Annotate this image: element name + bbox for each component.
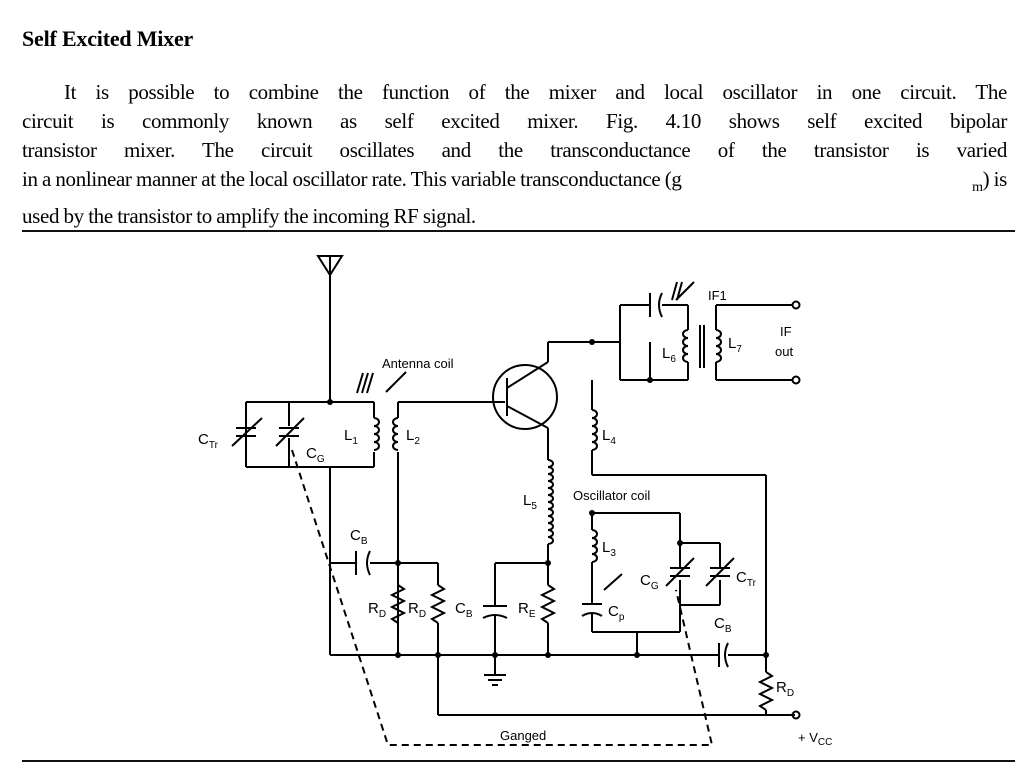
l7-coil: [715, 329, 722, 363]
cb-mid-label: CB: [455, 600, 473, 620]
junction-dots: [327, 339, 769, 658]
l5-coil: [547, 459, 554, 545]
if1-label: IF1: [708, 288, 727, 303]
vcc-sub: CC: [818, 737, 832, 748]
cg-right-label: CG: [640, 572, 659, 592]
l6-coil: [682, 329, 689, 363]
ganged-link: [291, 449, 714, 746]
vcc-terminal: [791, 710, 801, 720]
cb-left-label: CB: [350, 527, 368, 547]
cp-label: Cp: [608, 603, 625, 623]
l3-coil: [591, 529, 598, 563]
l4-label: L4: [602, 427, 616, 447]
circuit-wires: [236, 255, 801, 720]
ctr-left-label: CTr: [198, 431, 219, 451]
vcc-main: + V: [798, 730, 818, 745]
paragraph-line: used by the transistor to amplify the in…: [22, 204, 476, 229]
oscillator-coil-label: Oscillator coil: [573, 488, 650, 503]
rd-right-label: RD: [776, 679, 794, 699]
l6-label: L6: [662, 345, 676, 365]
if-out-label-1: IF: [780, 324, 792, 339]
if-out-label-2: out: [775, 344, 793, 359]
figure-bottom-rule: [22, 760, 1015, 762]
gm-tail: m) is: [972, 165, 1007, 202]
variable-arrows: [231, 281, 735, 591]
rd2-label: RD: [408, 600, 426, 620]
l7-label: L7: [728, 335, 742, 355]
paragraph-line: It is possible to combine the function o…: [64, 80, 1007, 104]
rd2-resistor: [429, 584, 447, 624]
l1-label: L1: [344, 427, 358, 447]
l2-coil: [392, 417, 399, 451]
paragraph-line-text: in a nonlinear manner at the local oscil…: [22, 167, 682, 191]
paragraph-line: in a nonlinear manner at the local oscil…: [22, 165, 1007, 202]
paragraph-line: transistor mixer. The circuit oscillates…: [22, 138, 1007, 162]
figure-top-rule: [22, 230, 1015, 232]
transistor-body: [492, 364, 558, 430]
antenna-coil-label: Antenna coil: [382, 356, 454, 371]
ctr-right-label: CTr: [736, 569, 757, 589]
vcc-label: + VCC: [798, 730, 832, 748]
rd1-label: RD: [368, 600, 386, 620]
if-out-terminal: [791, 375, 801, 385]
paragraph-line: circuit is commonly known as self excite…: [22, 109, 1007, 133]
antenna-coil-adjust-icon: [356, 372, 374, 394]
cb-right-label: CB: [714, 615, 732, 635]
l3-label: L3: [602, 539, 616, 559]
ganged-label: Ganged: [500, 728, 546, 743]
l1-coil: [373, 417, 380, 451]
gm-tail-text: ) is: [982, 167, 1008, 191]
section-heading: Self Excited Mixer: [22, 26, 194, 51]
gm-subscript: m: [972, 180, 983, 196]
if-adjust-icon: [671, 281, 683, 301]
rd1-resistor: [389, 584, 407, 624]
re-resistor: [539, 584, 557, 624]
cg-left-label: CG: [306, 445, 325, 465]
re-label: RE: [518, 600, 536, 620]
antenna-icon: [316, 255, 344, 277]
rd-right-resistor: [757, 671, 775, 711]
l4-coil: [591, 409, 598, 451]
body-paragraph: It is possible to combine the function o…: [22, 78, 1007, 231]
l2-label: L2: [406, 427, 420, 447]
if-out-terminal: [791, 300, 801, 310]
l5-label: L5: [523, 492, 537, 512]
